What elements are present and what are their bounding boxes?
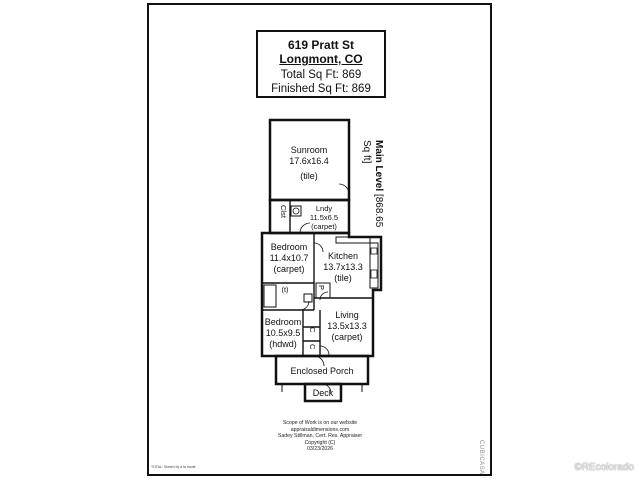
living-floor: (carpet) [331, 332, 363, 342]
bedroom1-name: Bedroom [270, 242, 308, 252]
bedroom1-label: Bedroom 11.4x10.7 (carpet) [264, 242, 314, 275]
deck-label: Deck [306, 388, 340, 399]
living-name: Living [335, 310, 359, 320]
closet-c2-name: C [308, 344, 317, 350]
sunroom-label: Sunroom 17.6x16.4 (tile) [277, 145, 341, 182]
laundry-label: Lndy 11.5x6.5 (carpet) [301, 204, 347, 231]
footer-line2: appraisaldimensions.com [290, 426, 350, 433]
bedroom2-label: Bedroom 10.5x9.5 (hdwd) [262, 317, 304, 350]
kitchen-label: Kitchen 13.7x13.3 (tile) [318, 251, 368, 284]
floor-plan-sheet [147, 3, 492, 476]
kitchen-floor: (tile) [334, 273, 352, 283]
bedroom2-floor: (hdwd) [269, 339, 297, 349]
closet-c2-label: C [305, 344, 317, 349]
address-line2: Longmont, CO [279, 52, 363, 66]
closet-c1-name: C [308, 327, 317, 333]
footer-line4: Copyright (C) [304, 439, 336, 446]
bath-label: (t) [278, 285, 292, 294]
door-swings [299, 183, 350, 394]
closet-top-label: Clst [272, 205, 288, 218]
pantry-name: P [317, 285, 326, 291]
laundry-name: Lndy [315, 204, 333, 213]
sunroom-floor: (tile) [300, 171, 318, 181]
living-dims: 13.5x13.3 [327, 321, 367, 331]
cubicasa-mark: CUBICASA [478, 440, 484, 475]
sunroom-name: Sunroom [290, 145, 328, 155]
living-label: Living 13.5x13.3 (carpet) [322, 310, 372, 343]
level-area: [868.65 Sq ft] [361, 140, 384, 228]
porch-name: Enclosed Porch [290, 366, 354, 376]
footer-line5: 03/23/2026 [307, 446, 333, 452]
pantry-label: P [316, 285, 326, 290]
footer-line1: Scope of Work is on our website [282, 420, 358, 426]
total-sqft: Total Sq Ft: 869 [280, 69, 362, 81]
level-label: Main Level [868.65 Sq ft] [354, 140, 384, 230]
porch-label: Enclosed Porch [278, 366, 366, 377]
closet-c1-label: C [305, 327, 317, 332]
address-line1: 619 Pratt St [287, 38, 355, 52]
closet-top-name: Clst [279, 205, 288, 218]
kitchen-name: Kitchen [327, 251, 359, 261]
address-box: 619 Pratt St Longmont, CO Total Sq Ft: 8… [256, 30, 386, 98]
appraiser-footer: Scope of Work is on our website appraisa… [250, 420, 390, 453]
deck-name: Deck [312, 388, 334, 398]
level-name: Main Level [373, 140, 384, 192]
interior-walls [262, 200, 379, 356]
sketch-note: TOTAL: Sketch by a la mode [151, 465, 196, 469]
laundry-floor: (carpet) [311, 222, 337, 231]
bath-floor: (t) [281, 285, 289, 294]
laundry-dims: 11.5x6.5 [309, 213, 339, 222]
bedroom2-dims: 10.5x9.5 [265, 328, 301, 338]
kitchen-dims: 13.7x13.3 [323, 262, 363, 272]
footer-line3: Sadey Stillman, Cert. Res. Appraiser [277, 433, 363, 439]
bedroom1-dims: 11.4x10.7 [269, 253, 309, 263]
finished-sqft: Finished Sq Ft: 869 [271, 83, 371, 95]
recolorado-watermark: ©REcolorado [574, 462, 634, 473]
porch-posts [281, 384, 363, 392]
bedroom2-name: Bedroom [264, 317, 302, 327]
bedroom1-floor: (carpet) [273, 264, 305, 274]
sunroom-dims: 17.6x16.4 [289, 156, 329, 166]
